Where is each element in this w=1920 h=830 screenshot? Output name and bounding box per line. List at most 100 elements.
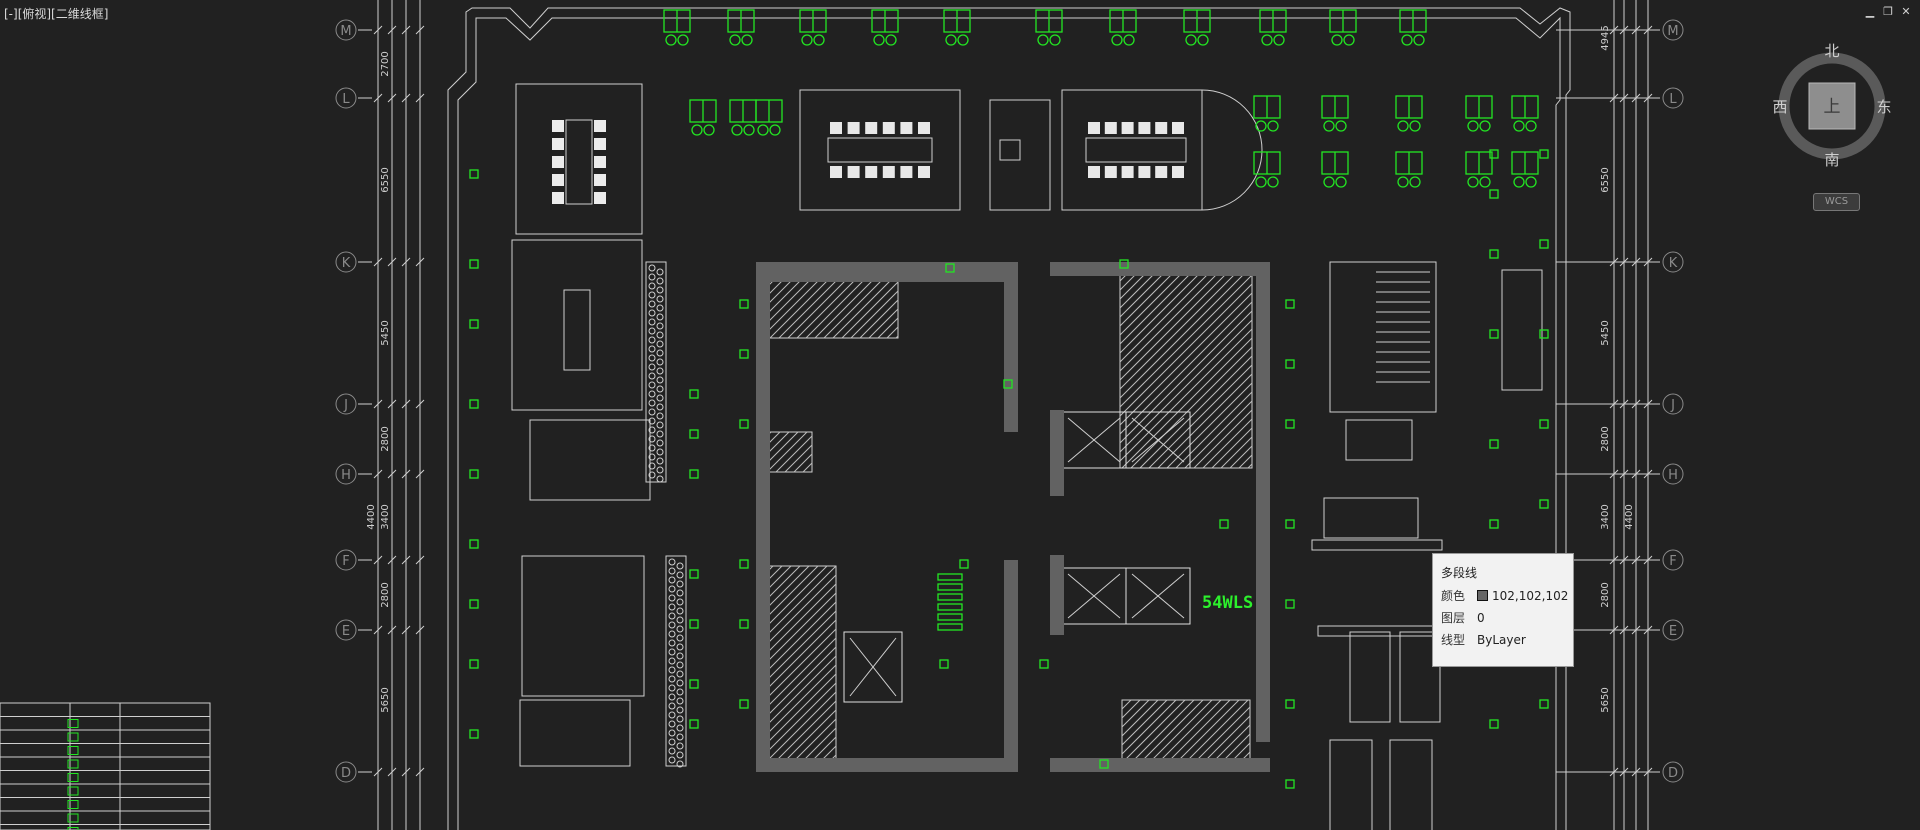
workstation-chair (1525, 176, 1537, 188)
workstation-chair (703, 124, 715, 136)
chair (552, 120, 564, 132)
workstation-chair (1335, 120, 1347, 132)
chair (552, 138, 564, 150)
grid-axis-label-right: H (1668, 468, 1678, 483)
hatch-line (1151, 699, 1213, 761)
room-outline (521, 555, 645, 697)
legend-symbol (67, 773, 79, 782)
grid-axis-bubble-right (1662, 393, 1684, 415)
hatch-line (763, 610, 837, 684)
meeting-room-arc (1201, 89, 1263, 211)
device-symbol (1539, 419, 1549, 429)
device-symbol (1039, 659, 1049, 669)
hatch-line (763, 574, 837, 648)
workstation-chair (1255, 176, 1267, 188)
compass-north[interactable]: 北 (1824, 42, 1839, 60)
stone (668, 585, 676, 593)
legend-symbol (67, 786, 79, 796)
grid-axis-bubble-left (335, 619, 357, 641)
building-outline-inner (457, 16, 1561, 830)
elevator-cross (849, 637, 897, 697)
grid-axis-label-left: E (342, 624, 350, 639)
elevator-cross (1131, 417, 1185, 463)
elevator-car (1125, 411, 1191, 469)
hatch-line (763, 673, 837, 747)
chair (1104, 122, 1117, 134)
workstation-chair (1467, 120, 1479, 132)
stone (656, 475, 664, 483)
restore-icon[interactable]: ❐ (1883, 5, 1893, 18)
workstation-chair (741, 34, 753, 46)
compass-east[interactable]: 东 (1876, 98, 1891, 116)
workstation-chair (1335, 176, 1347, 188)
workstation-chair (1513, 176, 1525, 188)
hatch-line (763, 646, 837, 720)
hatch-line (763, 271, 828, 336)
grid-axis-label-left: J (343, 398, 348, 413)
room-outline (519, 699, 631, 767)
stone (676, 625, 684, 633)
device-symbol (1489, 149, 1499, 159)
dimension-text-right: 4945 (1600, 25, 1611, 50)
room-outline (511, 239, 643, 411)
stone (648, 399, 656, 407)
compass-south[interactable]: 南 (1824, 151, 1839, 168)
stone (656, 466, 664, 474)
hatch-line (763, 601, 837, 675)
chair (882, 166, 895, 178)
stone (668, 621, 676, 629)
dimension-text-right-outer: 4400 (1624, 504, 1635, 529)
stone (676, 724, 684, 732)
stone (656, 313, 664, 321)
device-symbol (1489, 519, 1499, 529)
device-symbol (1539, 329, 1549, 339)
minimize-icon[interactable]: ▁ (1865, 5, 1875, 18)
stone (656, 421, 664, 429)
stone (676, 580, 684, 588)
hatch-line (1119, 301, 1253, 435)
hatch-line (1214, 724, 1251, 761)
desk (1323, 497, 1419, 539)
viewport-label[interactable]: [-][俯视][二维线框] (4, 7, 109, 21)
hatch-line (763, 664, 837, 738)
hatch-line (1119, 274, 1253, 408)
device-symbol (689, 619, 699, 629)
workstation-chair (1049, 34, 1061, 46)
chair (594, 120, 606, 132)
stone (656, 385, 664, 393)
legend-symbol (67, 800, 79, 809)
wcs-menu-button[interactable]: WCS (1813, 193, 1860, 211)
hatch-line (850, 290, 899, 339)
stone (676, 589, 684, 597)
workstation-chair (1525, 120, 1537, 132)
close-icon[interactable]: ✕ (1901, 5, 1911, 18)
workstation-chair (1037, 34, 1049, 46)
desk (1345, 419, 1413, 461)
workstation-chair (757, 124, 769, 136)
viewcube[interactable]: 上 北 南 东 西 (1772, 38, 1892, 168)
stone (648, 462, 656, 470)
stone (656, 394, 664, 402)
workstation-chair (945, 34, 957, 46)
chair (865, 122, 878, 134)
dimension-text-right: 6550 (1600, 167, 1611, 192)
hatch-line (1119, 271, 1175, 327)
viewport-window-controls: ▁ ❐ ✕ (1864, 6, 1912, 18)
hatch-line (1157, 373, 1253, 469)
hatch-line (1238, 454, 1253, 469)
viewcube-compass-ring[interactable] (1778, 52, 1886, 160)
grid-axis-bubble-right (1662, 87, 1684, 109)
device-symbol (1489, 189, 1499, 199)
core-wall (1004, 262, 1018, 432)
viewcube-face[interactable] (1808, 82, 1856, 130)
tooltip-color-label: 颜色 (1441, 589, 1466, 603)
stone (676, 706, 684, 714)
compass-west[interactable]: 西 (1772, 98, 1787, 116)
meeting-table (827, 137, 933, 163)
equipment-rack (937, 583, 963, 591)
stone (668, 639, 676, 647)
equipment-rack (937, 613, 963, 621)
building-outline (447, 7, 1571, 830)
grid-axis-bubble-right (1662, 761, 1684, 783)
